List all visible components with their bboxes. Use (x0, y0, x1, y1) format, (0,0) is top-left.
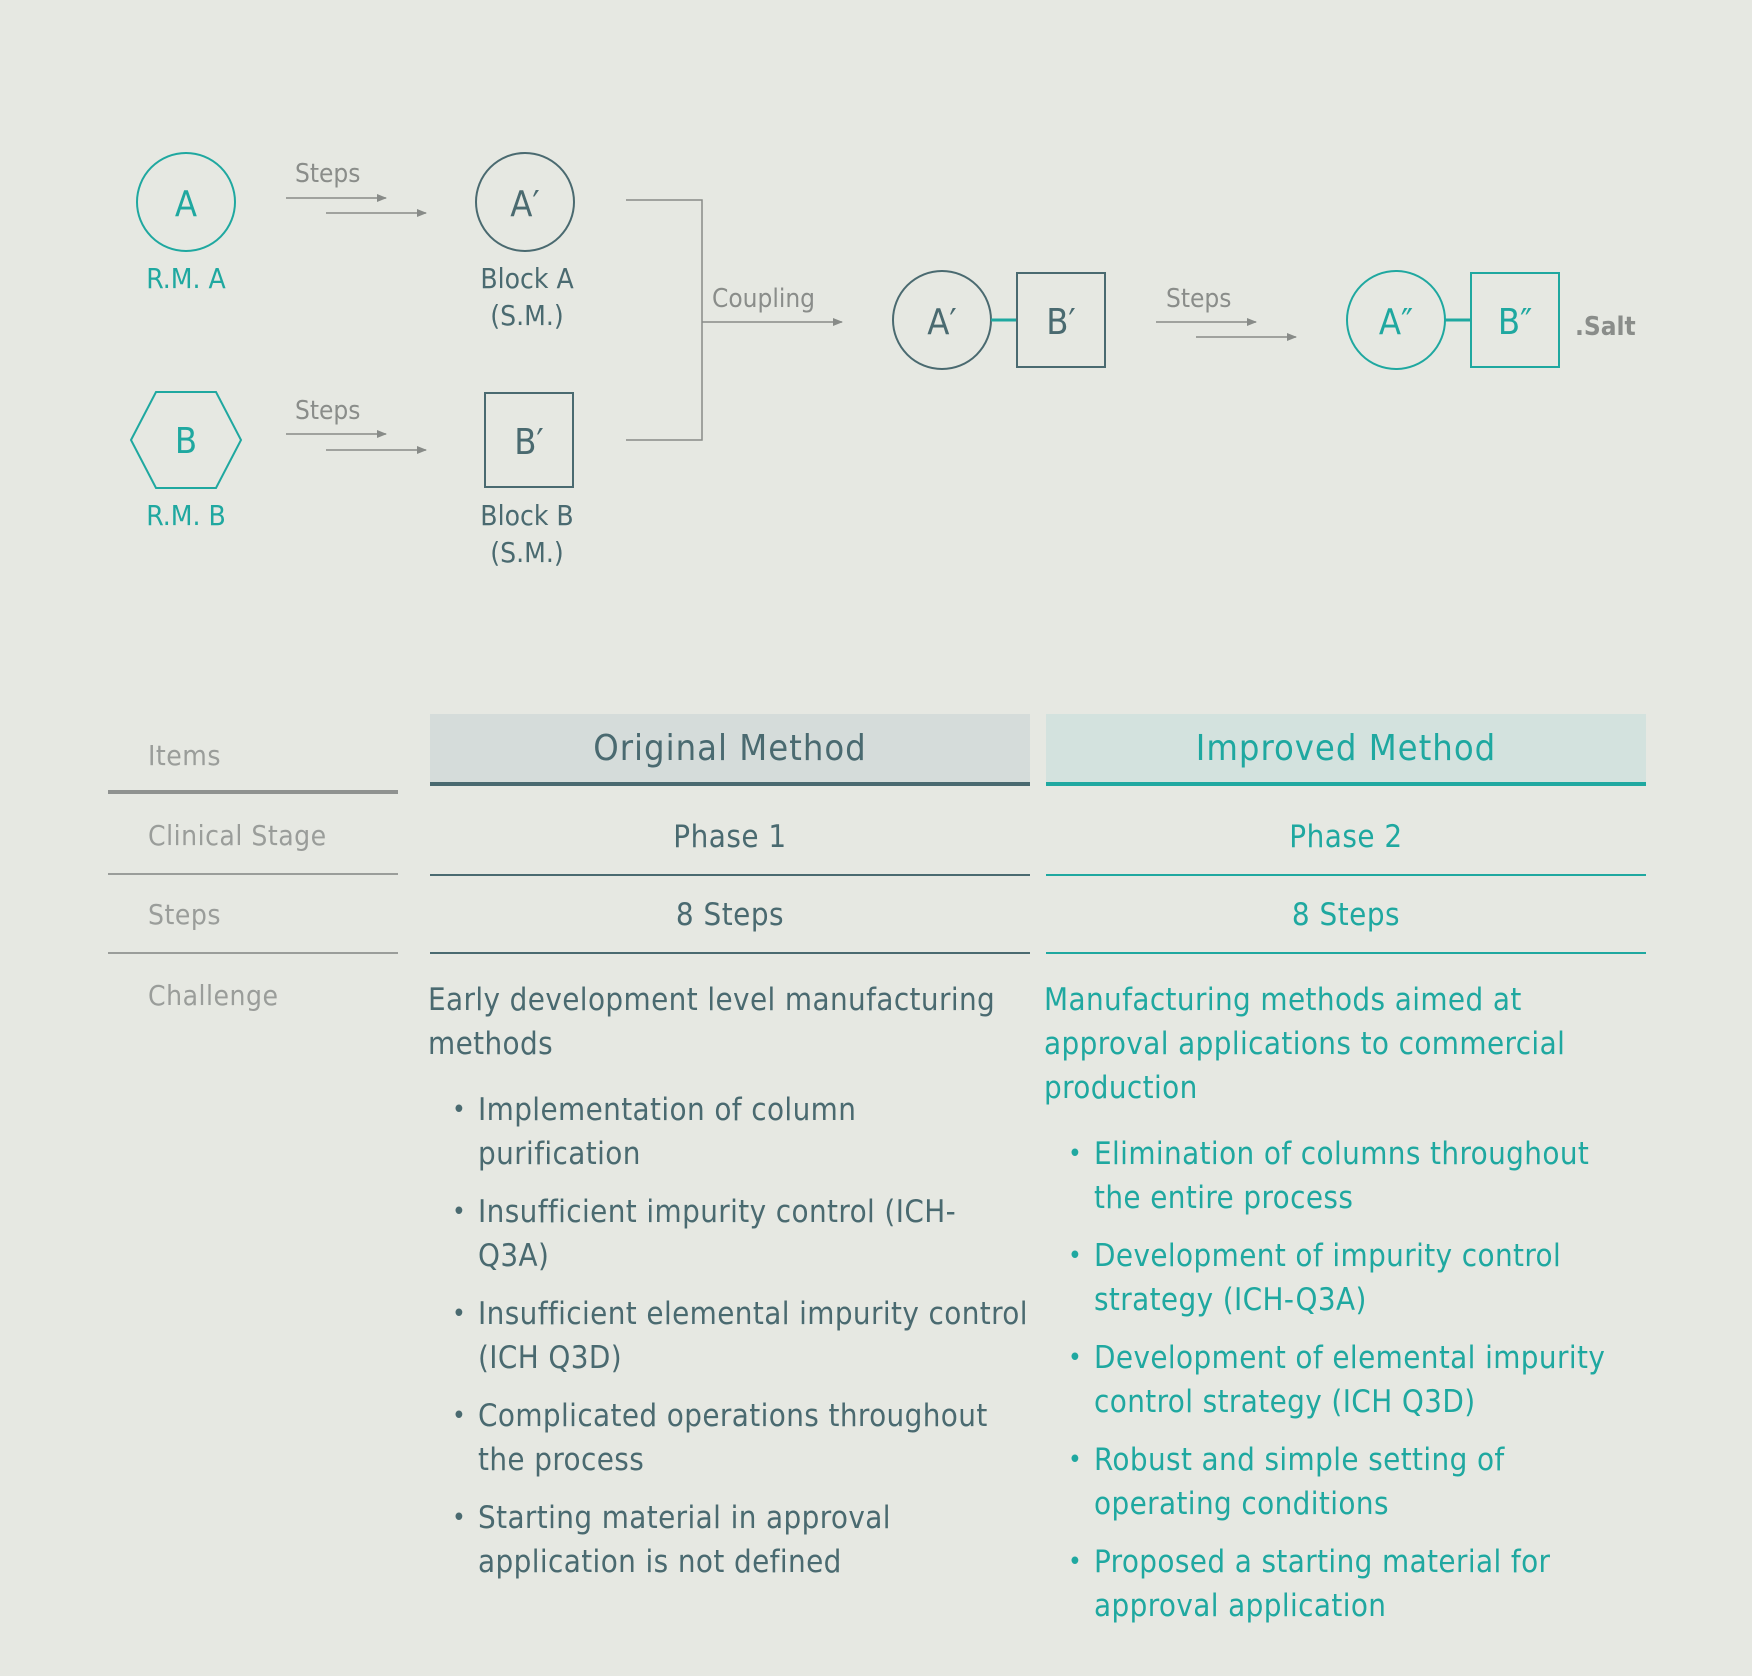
clinical-stage-label: Clinical Stage (108, 798, 398, 875)
improved-clinical-stage: Phase 2 (1046, 800, 1646, 876)
final-product-node: A″ B″ (1346, 270, 1560, 370)
improved-method-header: Improved Method (1046, 714, 1646, 786)
coupled-b-symbol: B′ (1046, 302, 1076, 343)
raw-material-a-label: R.M. A (146, 262, 226, 295)
raw-material-a-node: A (136, 152, 236, 252)
original-challenge-item: Insufficient impurity control (ICH-Q3A) (452, 1190, 1028, 1278)
block-a-label-line1: Block A (480, 262, 574, 295)
improved-challenge: Manufacturing methods aimed at approval … (1044, 978, 1644, 1642)
challenge-label: Challenge (148, 978, 279, 1012)
steps-a-label: Steps (295, 159, 360, 189)
original-challenge-item: Complicated operations throughout the pr… (452, 1394, 1028, 1482)
improved-challenge-item: Elimination of columns throughout the en… (1068, 1132, 1644, 1220)
improved-challenge-item: Proposed a starting material for approva… (1068, 1540, 1644, 1628)
original-challenge-item: Insufficient elemental impurity control … (452, 1292, 1028, 1380)
block-b-symbol: B′ (514, 422, 544, 463)
raw-material-b-node: B (129, 391, 243, 489)
salt-label: .Salt (1575, 312, 1636, 342)
block-a-node: A′ (475, 152, 575, 252)
block-a-symbol: A′ (510, 184, 540, 225)
original-challenge: Early development level manufacturing me… (428, 978, 1028, 1598)
improved-challenge-item: Robust and simple setting of operating c… (1068, 1438, 1644, 1526)
coupled-intermediate-node: A′ B′ (892, 270, 1106, 370)
raw-material-a-symbol: A (175, 184, 197, 225)
improved-challenge-intro: Manufacturing methods aimed at approval … (1044, 982, 1566, 1106)
raw-material-b-symbol: B (175, 421, 197, 462)
original-method-header: Original Method (430, 714, 1030, 786)
original-challenge-item: Implementation of column purification (452, 1088, 1028, 1176)
final-b-symbol: B″ (1498, 302, 1532, 343)
improved-challenge-item: Development of elemental impurity contro… (1068, 1336, 1644, 1424)
block-b-node: B′ (484, 392, 574, 488)
block-a-label-line2: (S.M.) (490, 299, 563, 332)
coupling-label: Coupling (712, 284, 815, 314)
steps-b-label: Steps (295, 396, 360, 426)
final-a-symbol: A″ (1379, 302, 1413, 343)
original-challenge-list: Implementation of column purification In… (428, 1088, 1028, 1584)
original-challenge-item: Starting material in approval applicatio… (452, 1496, 1028, 1584)
original-challenge-intro: Early development level manufacturing me… (428, 982, 996, 1062)
original-steps: 8 Steps (430, 878, 1030, 954)
synthesis-route-diagram: A R.M. A Steps A′ Block A (S.M.) B R.M. … (129, 152, 1636, 569)
coupling-bracket (626, 199, 703, 441)
improved-steps: 8 Steps (1046, 878, 1646, 954)
items-label: Items (108, 720, 398, 794)
improved-challenge-list: Elimination of columns throughout the en… (1044, 1132, 1644, 1628)
block-b-label-line2: (S.M.) (490, 536, 563, 569)
improved-challenge-item: Development of impurity control strategy… (1068, 1234, 1644, 1322)
steps-final-label: Steps (1166, 284, 1231, 314)
coupled-a-symbol: A′ (927, 302, 957, 343)
original-clinical-stage: Phase 1 (430, 800, 1030, 876)
steps-label: Steps (108, 877, 398, 954)
block-b-label-line1: Block B (480, 499, 573, 532)
raw-material-b-label: R.M. B (146, 499, 226, 532)
